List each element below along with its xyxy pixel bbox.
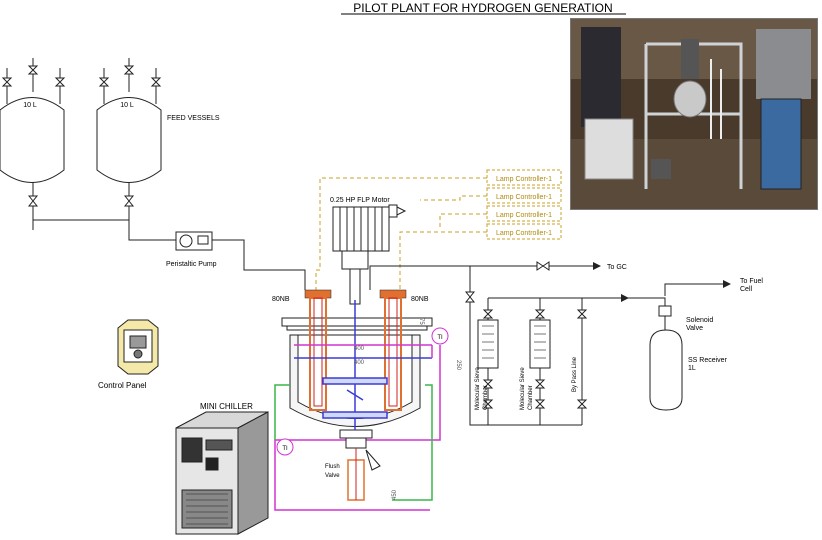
bypass-label: By Pass Line [572,356,578,392]
dim-450: 450 [392,489,398,500]
to-fuel-cell-label: To Fuel Cell [740,278,765,293]
flush-line-1: Flush [325,464,340,470]
sieve-chamber-1 [477,309,499,409]
receiver-line-2: 1L [688,365,696,372]
flush-valve-label: Flush Valve [325,464,341,479]
lamp-tube-right [379,289,407,411]
lamp-controller-1: Lamp Controller-1 [496,176,552,183]
pump-label: Peristaltic Pump [166,261,217,268]
dim-250: 250 [455,360,461,371]
lamp-tube-left [304,289,332,411]
nozzle-label-left: 80NB [272,296,290,303]
ti-instrument-1 [431,327,449,345]
flush-line-2: Valve [325,473,340,479]
chiller-label: MINI CHILLER [200,402,253,411]
fuel-line-2: Cell [740,286,753,293]
solenoid-line-1: Solenoid [686,317,713,324]
lamp-wiring [315,177,487,290]
feed-vessel-2 [96,58,162,230]
lamp-controller-3: Lamp Controller-1 [496,212,552,219]
fuel-line-1: To Fuel [740,278,763,285]
sieve-label-2: Molecular Sieve Chamber [520,366,534,410]
ti-label-2: TI [282,446,288,452]
receiver-line-1: SS Receiver [688,357,728,364]
coolant-lines [274,344,441,511]
vessel-2-volume: 10 L [120,102,134,109]
motor-label: 0.25 HP FLP Motor [330,197,390,204]
lamp-controller-4: Lamp Controller-1 [496,230,552,237]
vessel-1-volume: 10 L [23,102,37,109]
feed-line [32,219,306,290]
control-panel [117,319,159,375]
sieve-1-line-1: Molecular Sieve [475,367,481,410]
sieve-chamber-2 [529,309,551,409]
sieve-2-line-1: Molecular Sieve [520,367,526,410]
sieve-1-line-2: Chamber [483,385,489,410]
to-gc-label: To GC [607,264,627,271]
solenoid-label: Solenoid Valve [686,317,715,332]
feed-vessels-label: FEED VESSELS [167,115,220,122]
dim-75: 75 [418,318,424,325]
receiver-label: SS Receiver 1L [688,357,729,372]
bypass-valves [576,309,588,409]
solenoid-valve [658,305,672,330]
peristaltic-pump [175,231,213,251]
control-panel-label: Control Panel [98,381,147,390]
lamp-controller-2: Lamp Controller-1 [496,194,552,201]
solenoid-line-2: Valve [686,325,703,332]
dim-400b: 400 [354,360,365,366]
page-title: PILOT PLANT FOR HYDROGEN GENERATION [353,1,612,15]
pilot-plant-photo [570,18,818,210]
sieve-2-line-2: Chamber [528,385,534,410]
feed-vessel-1 [0,58,66,230]
mini-chiller [175,411,269,535]
ti-instrument-2 [276,438,294,456]
ti-label-1: TI [437,335,443,341]
dim-400a: 400 [354,346,365,352]
flush-valve [345,437,381,501]
ss-receiver [649,329,683,411]
sieve-label-1: Molecular Sieve Chamber [475,366,489,410]
agitator [322,300,388,430]
motor [332,204,407,305]
nozzle-label-right: 80NB [411,296,429,303]
photo-illustration [571,19,817,209]
